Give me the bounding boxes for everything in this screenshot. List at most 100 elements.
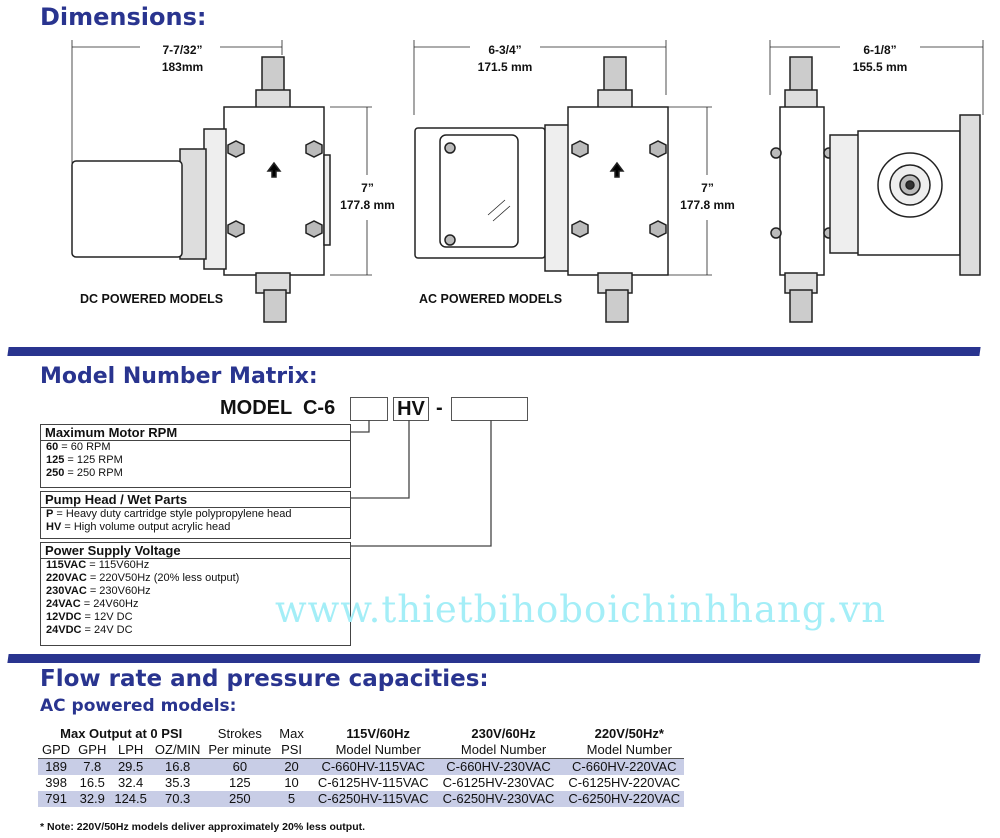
table-cell: 791 — [38, 791, 75, 807]
option-desc: = High volume output acrylic head — [61, 521, 231, 533]
flow-table: Max Output at 0 PSI Strokes Max 115V/60H… — [38, 726, 685, 807]
ac-height-in: 7” — [701, 181, 714, 195]
table-cell: C-660HV-115VAC — [307, 758, 433, 775]
option-code: 12VDC — [46, 611, 82, 623]
option-code: 220VAC — [46, 572, 87, 584]
ac-caption: AC POWERED MODELS — [419, 292, 563, 306]
option-code: 60 — [46, 441, 59, 453]
voltage-code-box — [451, 397, 528, 421]
table-cell: 189 — [38, 758, 75, 775]
option-code: 24VAC — [46, 598, 81, 610]
head-option: HV = High volume output acrylic head — [41, 521, 350, 534]
side-width-label: 6-1/8” 155.5 mm — [840, 42, 920, 76]
ac-width-label: 6-3/4” 171.5 mm — [465, 42, 545, 76]
head-option: P = Heavy duty cartridge style polypropy… — [41, 508, 350, 521]
ac-width-mm: 171.5 mm — [477, 60, 533, 74]
group-header: Max Output at 0 PSI — [60, 726, 183, 741]
dc-height-mm: 177.8 mm — [340, 198, 395, 212]
table-cell: 29.5 — [110, 758, 151, 775]
table-cell: 7.8 — [74, 758, 111, 775]
option-desc: = 12V DC — [81, 611, 133, 623]
flow-subheading: AC powered models: — [40, 696, 237, 716]
dimension-drawings — [71, 40, 984, 323]
option-desc: = 125 RPM — [64, 454, 123, 466]
ac-height-mm: 177.8 mm — [680, 198, 735, 212]
rpm-option: 60 = 60 RPM — [41, 441, 350, 454]
table-cell: 60 — [204, 758, 276, 775]
footnote: * Note: 220V/50Hz models deliver approxi… — [40, 821, 366, 833]
option-desc: = 60 RPM — [58, 441, 111, 453]
voltage-option: 12VDC = 12V DC — [41, 611, 350, 624]
watermark: www.thietbihoboichinhhang.vn — [275, 588, 887, 631]
voltage-option: 230VAC = 230V60Hz — [41, 585, 350, 598]
col-header: Model Number — [460, 742, 547, 757]
option-code: P — [46, 508, 54, 520]
ac-height-label: 7” 177.8 mm — [670, 180, 745, 214]
dc-pump-drawing — [71, 40, 372, 323]
col-header: OZ/MIN — [154, 742, 201, 757]
table-cell: C-6250HV-230VAC — [432, 791, 559, 807]
dimensions-heading: Dimensions: — [40, 3, 207, 31]
rpm-header: Maximum Motor RPM — [41, 425, 350, 441]
ac-width-in: 6-3/4” — [488, 43, 522, 57]
col-header: LPH — [117, 742, 144, 757]
rpm-option: 125 = 125 RPM — [41, 454, 350, 467]
col-header-top: 230V/60Hz — [471, 726, 536, 741]
table-cell: C-6250HV-115VAC — [307, 791, 433, 807]
table-cell: C-660HV-230VAC — [432, 758, 559, 775]
flow-heading: Flow rate and pressure capacities: — [40, 666, 489, 692]
dc-width-label: 7-7/32” 183mm — [145, 42, 220, 76]
col-header-top: 115V/60Hz — [346, 726, 411, 741]
table-cell: C-6125HV-220VAC — [568, 775, 681, 790]
option-code: 125 — [46, 454, 65, 466]
col-header: Model Number — [586, 742, 672, 757]
side-width-mm: 155.5 mm — [852, 60, 908, 74]
col-header: PSI — [281, 742, 303, 757]
table-cell: C-6125HV-230VAC — [442, 775, 555, 790]
table-cell: C-6125HV-115VAC — [317, 775, 429, 790]
option-code: HV — [46, 521, 62, 533]
side-view-drawing — [769, 40, 984, 323]
table-cell: 35.3 — [164, 775, 191, 790]
model-dash: - — [436, 397, 443, 419]
table-cell: 10 — [284, 775, 299, 790]
option-code: 250 — [46, 467, 65, 479]
model-prefix: MODEL C-6 — [220, 397, 336, 419]
option-desc: = 115V60Hz — [86, 559, 150, 571]
col-header: Model Number — [335, 742, 421, 757]
option-code: 24VDC — [46, 624, 82, 636]
table-cell: 124.5 — [110, 791, 151, 807]
dc-height-in: 7” — [361, 181, 374, 195]
table-cell: 16.8 — [150, 758, 205, 775]
head-header: Pump Head / Wet Parts — [41, 492, 350, 508]
table-cell: 20 — [275, 758, 308, 775]
table-cell: 5 — [275, 791, 308, 807]
table-cell: C-6250HV-220VAC — [558, 791, 685, 807]
table-cell: C-660HV-220VAC — [558, 758, 685, 775]
connector-lines — [350, 420, 492, 547]
option-desc: = 250 RPM — [64, 467, 123, 479]
option-desc: = 24V60Hz — [80, 598, 139, 610]
table-cell: 32.4 — [117, 775, 144, 790]
dc-height-label: 7” 177.8 mm — [330, 180, 405, 214]
col-header: Per minute — [208, 742, 272, 757]
col-header: GPD — [42, 742, 71, 757]
head-code-box: HV — [393, 397, 429, 421]
option-code: 230VAC — [46, 585, 87, 597]
col-header-top: 220V/50Hz* — [594, 726, 664, 741]
section-divider — [7, 654, 981, 663]
dc-width-in: 7-7/32” — [162, 43, 203, 57]
voltage-option: 220VAC = 220V50Hz (20% less output) — [41, 572, 350, 585]
side-width-in: 6-1/8” — [863, 43, 897, 57]
option-desc: = 220V50Hz (20% less output) — [86, 572, 240, 584]
option-desc: = 24V DC — [81, 624, 133, 636]
option-desc: = Heavy duty cartridge style polypropyle… — [53, 508, 292, 520]
voltage-option: 24VDC = 24V DC — [41, 624, 350, 637]
dc-width-mm: 183mm — [161, 60, 204, 74]
voltage-option: 115VAC = 115V60Hz — [41, 559, 350, 572]
dc-caption: DC POWERED MODELS — [80, 292, 224, 306]
